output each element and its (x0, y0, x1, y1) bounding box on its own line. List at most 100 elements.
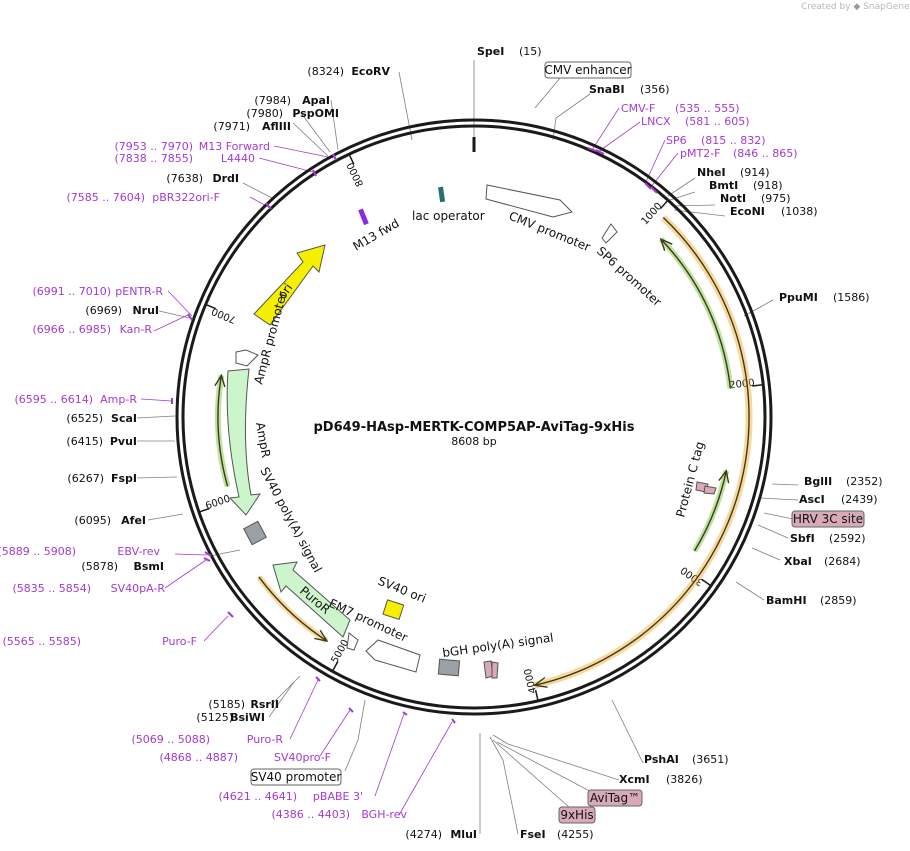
primer-name: Amp-R (100, 393, 137, 406)
site-position: (6095) (74, 514, 111, 527)
feature-arcs (214, 214, 753, 689)
primer-marks (171, 147, 658, 724)
backbone-outer-ring (175, 118, 773, 716)
primer-name: LNCX (641, 115, 671, 128)
site-position: (914) (740, 166, 770, 179)
primer-range: (5835 .. 5854) (12, 582, 91, 595)
site-name: ScaI (111, 412, 137, 425)
tick-label: 4000 (523, 667, 539, 694)
primer-range: (815 .. 832) (701, 134, 766, 147)
site-position: (3826) (666, 773, 703, 786)
site-position: (975) (761, 192, 791, 205)
his9-block (491, 661, 499, 679)
site-name: EcoNI (730, 205, 765, 218)
primer-name: pBABE 3' (313, 790, 363, 803)
primer-range: (581 .. 605) (685, 115, 750, 128)
m13-fwd-block (358, 208, 369, 226)
site-name: ApaI (302, 94, 330, 107)
primer-name: pENTR-R (115, 285, 163, 298)
sp6-promoter-arrow (601, 223, 618, 244)
site-position: (6415) (66, 435, 103, 448)
site-name: BsmI (134, 560, 165, 573)
primer-range: (7585 .. 7604) (66, 191, 145, 204)
site-name: SpeI (477, 45, 504, 58)
primer-name: Puro-R (247, 733, 284, 746)
tick-label: 8000 (345, 160, 366, 188)
sv40-polya-block (243, 520, 267, 546)
plasmid-backbone (175, 118, 773, 716)
site-position: (3651) (692, 753, 729, 766)
site-position: (7980) (246, 107, 283, 120)
primer-name: Puro-F (162, 635, 197, 648)
tick-mark (534, 689, 539, 702)
site-name: AflIII (262, 120, 291, 133)
site-position: (1586) (833, 291, 870, 304)
amp-orf-line (217, 375, 229, 487)
site-position: (7984) (254, 94, 291, 107)
site-name: PvuI (110, 435, 137, 448)
plasmid-length: 8608 bp (451, 435, 496, 448)
hrv-3c-site-block (703, 485, 717, 495)
credit-prefix: Created by (801, 2, 851, 12)
primer-name: Kan-R (120, 323, 153, 336)
site-name: BmtI (709, 179, 738, 192)
tick-label: 7000 (210, 305, 238, 325)
puror-arrow (272, 561, 351, 638)
site-position: (5125) (196, 711, 233, 724)
primer-range: (4621 .. 4641) (218, 790, 297, 803)
primer-range: (7953 .. 7970) (114, 140, 193, 153)
lac-operator-label: lac operator (412, 209, 485, 223)
primer-name: SV40pA-R (111, 582, 166, 595)
plasmid-name: pD649-HAsp-MERTK-COMP5AP-AviTag-9xHis (313, 420, 634, 435)
site-name: EcoRV (351, 65, 390, 78)
primer-labels: CMV-F(535 .. 555)LNCX(581 .. 605)SP6(815… (0, 102, 798, 821)
primer-name: M13 Forward (199, 140, 270, 153)
primer-name: EBV-rev (117, 545, 160, 558)
site-position: (15) (519, 45, 542, 58)
tick-mark (752, 384, 764, 387)
puro-orf-line (258, 576, 328, 642)
site-position: (4255) (557, 828, 594, 841)
site-position: (2439) (841, 493, 878, 506)
sv40-promoter-label: SV40 promoter (251, 770, 342, 784)
ampr-arrow (226, 368, 262, 516)
his9-label: 9xHis (560, 808, 593, 822)
primer-range: (5889 .. 5908) (0, 545, 76, 558)
primer-range: (4386 .. 4403) (271, 808, 350, 821)
site-name: PpuMI (779, 291, 818, 304)
site-name: SnaBI (589, 83, 625, 96)
primer-range: (7838 .. 7855) (114, 152, 193, 165)
bgh-polya-block (437, 658, 461, 677)
sv40-ori-block (382, 599, 405, 621)
outer-orf-arrowhead (532, 676, 548, 688)
primer-name: CMV-F (621, 102, 655, 115)
green-orf-2-arrowhead (718, 469, 730, 484)
site-position: (6969) (85, 304, 122, 317)
bgh-polya-label: bGH poly(A) signal (441, 631, 554, 660)
site-position: (356) (640, 83, 670, 96)
site-name: PspOMI (292, 107, 339, 120)
puro-orf-arrowhead (314, 629, 329, 643)
site-position: (8324) (307, 65, 344, 78)
cmv-enhancer-label: CMV enhancer (544, 63, 631, 77)
site-name: BamHI (766, 594, 807, 607)
site-name: NheI (697, 166, 726, 179)
site-position: (4274) (405, 828, 442, 841)
site-name: FspI (111, 472, 137, 485)
site-name: BsiWI (230, 711, 265, 724)
sp6-promoter-label: SP6 promoter (594, 244, 664, 309)
ampr-label: AmpR (253, 421, 273, 459)
site-name: NotI (720, 192, 746, 205)
site-name: AscI (799, 493, 825, 506)
site-leader-lines (136, 60, 799, 835)
site-position: (2859) (820, 594, 857, 607)
tick-label: 1000 (640, 201, 665, 227)
boxed-feature-labels: CMV enhancer SV40 promoter HRV 3C site A… (250, 61, 865, 824)
site-position: (2684) (824, 555, 861, 568)
cmv-promoter-arrow (485, 184, 573, 218)
site-position: (7971) (213, 120, 250, 133)
site-position: (2592) (829, 532, 866, 545)
restriction-site-labels: SpeI(15)SnaBI(356)NheI(914)BmtI(918)NotI… (66, 45, 882, 841)
site-name: MluI (450, 828, 477, 841)
site-position: (6525) (66, 412, 103, 425)
